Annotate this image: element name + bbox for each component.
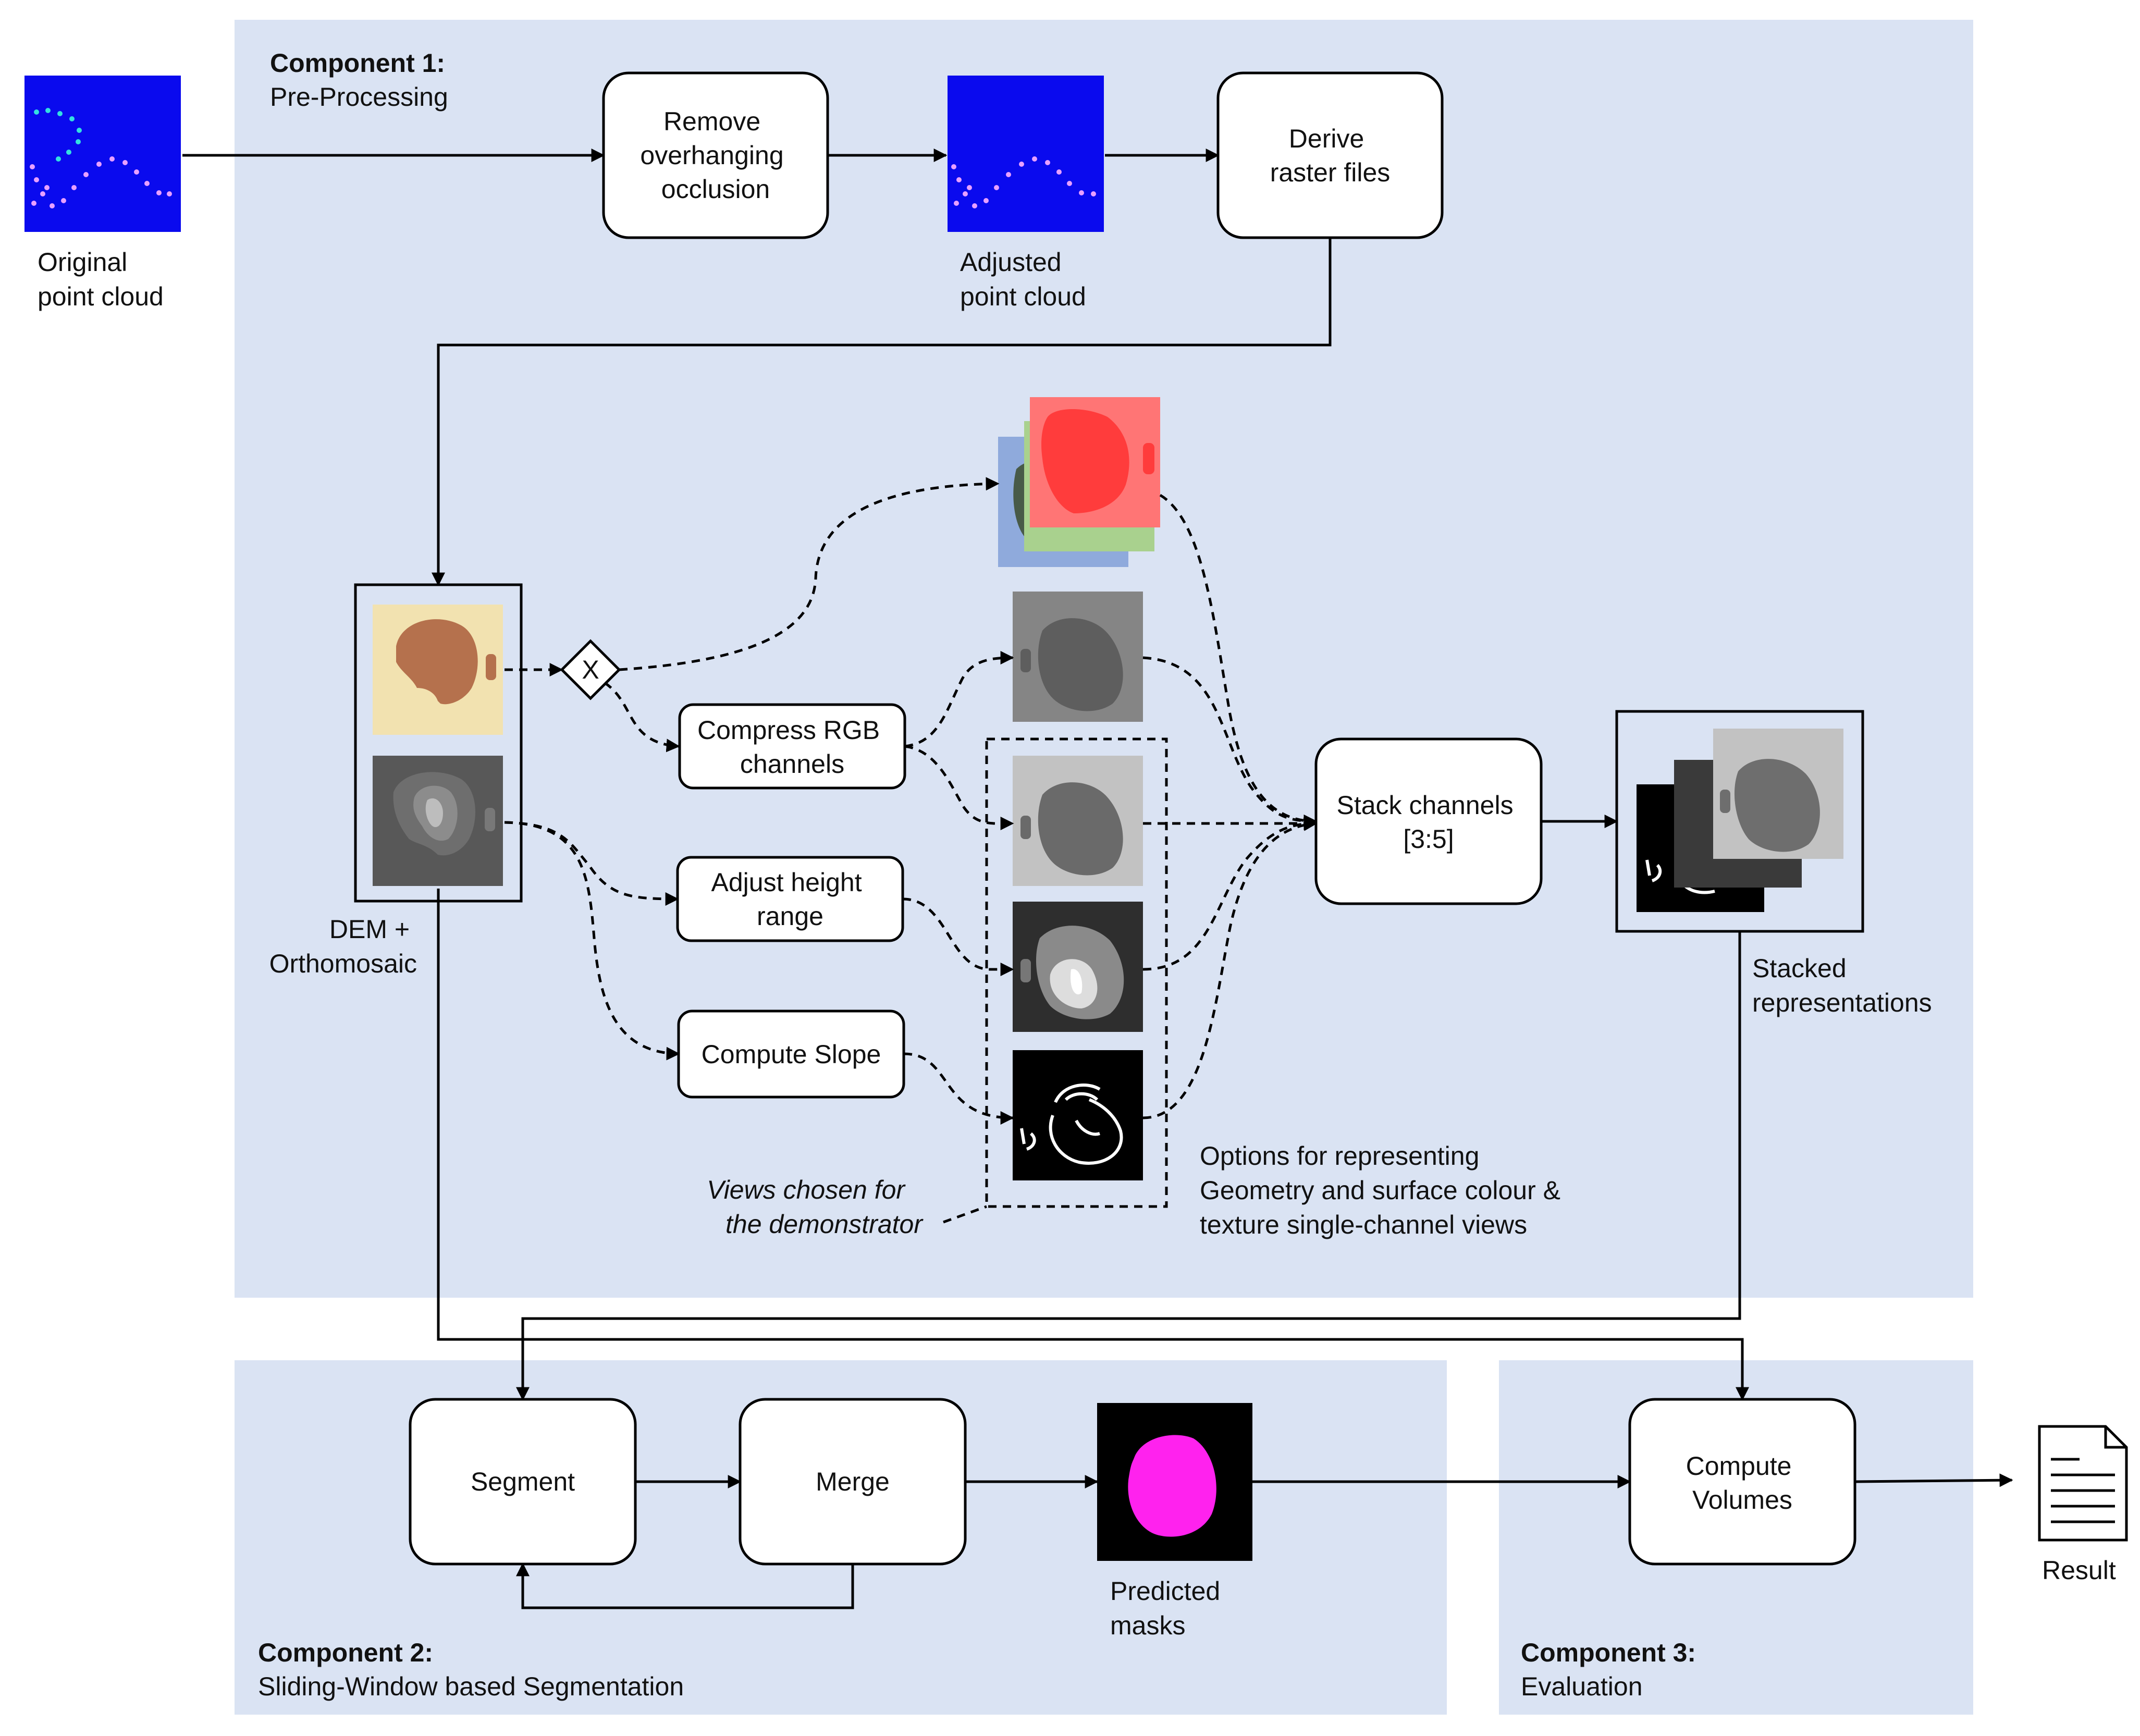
grey-view-image <box>1013 756 1143 886</box>
stack-channels-box[interactable] <box>1314 737 1543 905</box>
component-3-title: Component 3: <box>1521 1638 1696 1667</box>
edge-gateway-to-rgb-stack <box>619 477 1000 671</box>
edge-merge-loop-back <box>516 1562 854 1609</box>
edge-representations-to-segment <box>516 931 1741 1401</box>
edge-gateway-to-compress <box>604 681 680 753</box>
predicted-masks-label: Predicted masks <box>1110 1577 1227 1640</box>
predicted-masks-image <box>1097 1403 1252 1561</box>
orthomosaic-image <box>373 605 503 735</box>
merge-label: Merge <box>816 1467 890 1496</box>
original-point-cloud-label: Original point cloud <box>38 248 164 311</box>
options-note: Options for representing Geometry and su… <box>1200 1141 1568 1239</box>
compute-volumes-box[interactable] <box>1628 1398 1856 1566</box>
compute-volumes-label: Compute Volumes <box>1686 1451 1799 1515</box>
compress-rgb-label: Compress RGB channels <box>697 716 887 779</box>
derive-raster-box[interactable] <box>1216 71 1444 239</box>
compute-slope-label: Compute Slope <box>702 1040 881 1069</box>
dem-image <box>373 756 503 886</box>
solid-connectors <box>182 149 2013 1609</box>
edge-volumes-to-result <box>1854 1473 2013 1487</box>
edge-compress-to-grey-view <box>904 745 1014 831</box>
edge-dem-to-adjust-height <box>504 821 679 906</box>
result-document-icon <box>2038 1425 2128 1542</box>
edge-rgb-stack-to-stack-channels <box>1159 494 1318 828</box>
edge-slope-view-to-stack-channels <box>1142 817 1318 1119</box>
note-pointer <box>943 1205 987 1224</box>
height-view-image <box>1013 902 1143 1032</box>
edge-dem-to-compute-slope <box>504 821 680 1061</box>
segment-label: Segment <box>471 1467 575 1496</box>
remove-occlusion-label: Remove overhanging occlusion <box>640 107 791 204</box>
stacked-representations-label: Stacked representations <box>1752 954 1932 1017</box>
edge-dem-to-volumes <box>437 889 1749 1401</box>
dem-orthomosaic-label: DEM + Orthomosaic <box>269 915 417 978</box>
original-point-cloud-image <box>24 76 181 232</box>
component-2-title: Component 2: <box>258 1638 433 1667</box>
component-1-title: Component 1: <box>270 48 445 78</box>
adjust-height-label: Adjust height range <box>711 868 869 931</box>
adjusted-point-cloud-label: Adjusted point cloud <box>960 248 1086 311</box>
adjusted-point-cloud-image <box>948 76 1104 232</box>
edge-derive-to-dem <box>432 238 1332 586</box>
demonstrator-views-group <box>985 737 1168 1208</box>
compressed-rgb-image <box>1013 592 1143 722</box>
derive-raster-label: Derive raster files <box>1270 124 1391 187</box>
slope-view-image <box>1013 1050 1143 1180</box>
dashed-connectors <box>504 477 1318 1224</box>
stacked-representations-image <box>1637 729 1843 912</box>
component-1-subtitle: Pre-Processing <box>270 82 448 112</box>
edge-compute-slope-to-slope-view <box>903 1052 1014 1125</box>
gateway-label: X <box>582 655 599 684</box>
result-label: Result <box>2042 1556 2116 1585</box>
edge-compressed-to-stack-channels <box>1142 656 1318 828</box>
views-note: Views chosen for the demonstrator <box>707 1175 924 1239</box>
edge-adjust-height-to-height-view <box>902 897 1014 976</box>
edge-compress-to-compressed-image <box>904 651 1014 748</box>
component-2-subtitle: Sliding-Window based Segmentation <box>258 1672 684 1701</box>
stack-channels-label: Stack channels [3:5] <box>1337 791 1521 854</box>
rgb-channel-stack <box>998 397 1160 567</box>
component-3-subtitle: Evaluation <box>1521 1672 1643 1701</box>
